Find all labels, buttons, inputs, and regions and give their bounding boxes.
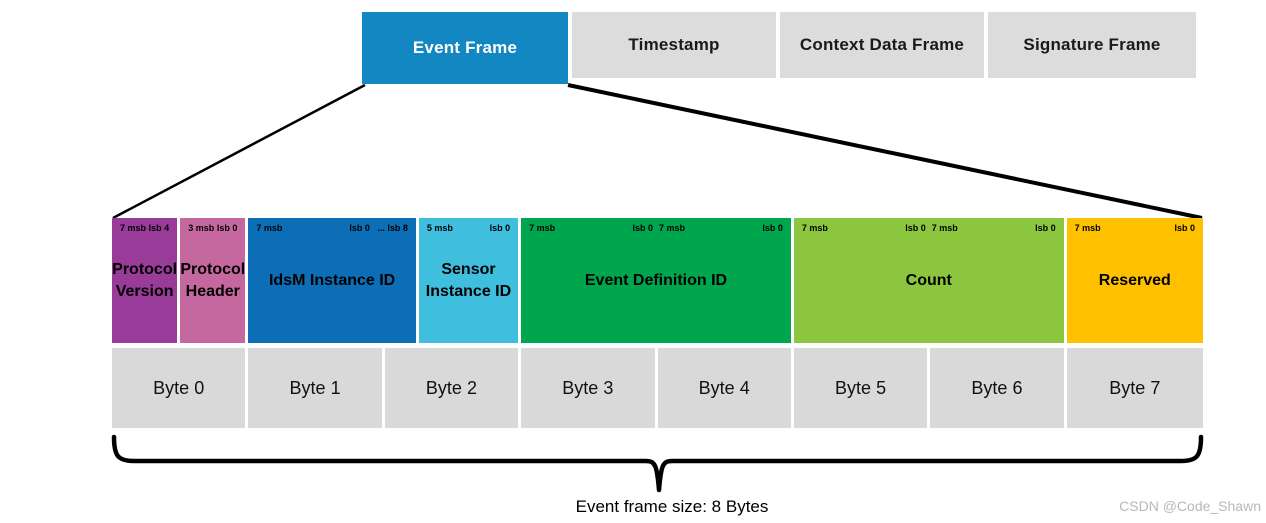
field-label: Count: [905, 271, 952, 289]
bit-label-row: 7 msb lsb 0 ... lsb 8: [248, 218, 415, 233]
bit-label-msb: 5 msb: [426, 223, 453, 233]
bit-label-msb: 7 msb: [659, 223, 686, 233]
tab-signature-frame: Signature Frame: [988, 12, 1196, 78]
bit-label-row: 7 msb lsb 0 7 msb lsb 0: [521, 218, 791, 233]
bit-segment: 7 msb lsb 0: [799, 223, 929, 233]
field-label: Protocol Version: [112, 260, 178, 300]
bit-label-row: 7 msb lsb 0: [1067, 218, 1203, 233]
bit-segment: 7 msb lsb 0 ... lsb 8: [253, 223, 410, 233]
field-event-definition-id: 7 msb lsb 0 7 msb lsb 0 Event Definition ID: [521, 218, 791, 343]
bit-label-row: 7 msb lsb 0 7 msb lsb 0: [794, 218, 1064, 233]
byte-cell-4: Byte 4: [657, 348, 791, 428]
bit-label-lsb: lsb 0: [905, 223, 926, 233]
bit-label-msb: 7 msb: [256, 223, 283, 233]
byte-cell-1: Byte 1: [248, 348, 382, 428]
bit-segment: 7 msb lsb 0: [526, 223, 656, 233]
bit-label-lsb: lsb 4: [148, 223, 170, 233]
bit-segment: 7 msb lsb 0: [1072, 223, 1198, 233]
field-label: Protocol Header: [180, 260, 246, 300]
bit-label-lsb: lsb 0: [632, 223, 653, 233]
byte-cell-5: Byte 5: [793, 348, 928, 428]
bit-label-lsb: lsb 0 ... lsb 8: [349, 223, 408, 233]
field-label: Sensor Instance ID: [425, 260, 512, 300]
bit-label-msb: 3 msb: [188, 223, 215, 233]
byte-cell-3: Byte 3: [521, 348, 655, 428]
byte-cell-6: Byte 6: [930, 348, 1064, 428]
bit-label-lsb: lsb 0: [762, 223, 783, 233]
tab-context-data-frame: Context Data Frame: [780, 12, 984, 78]
bit-label-msb: 7 msb: [801, 223, 828, 233]
bit-segment: 5 msb lsb 0: [424, 223, 513, 233]
bit-label-msb: 7 msb: [931, 223, 958, 233]
size-brace: [111, 434, 1204, 493]
field-sensor-instance-id: 5 msb lsb 0 Sensor Instance ID: [418, 218, 519, 343]
tab-timestamp: Timestamp: [572, 12, 776, 78]
field-label: IdsM Instance ID: [268, 271, 396, 289]
bit-label-lsb: lsb 0: [1035, 223, 1056, 233]
byte-cell-0: Byte 0: [112, 348, 246, 428]
watermark: CSDN @Code_Shawn: [1119, 498, 1261, 514]
bit-segment: 7 msb lsb 0: [929, 223, 1059, 233]
bit-label-lsb: lsb 0: [489, 223, 511, 233]
connector-line-left: [112, 83, 366, 220]
bit-label-row: 5 msb lsb 0: [419, 218, 518, 233]
bit-segment: 7 msb lsb 0: [656, 223, 786, 233]
connector-line-right: [567, 83, 1203, 220]
tab-event-frame: Event Frame: [362, 12, 568, 84]
byte-cell-2: Byte 2: [384, 348, 519, 428]
field-label: Event Definition ID: [584, 271, 728, 289]
bit-label-msb: 7 msb: [1074, 223, 1101, 233]
bit-label-lsb: lsb 0: [216, 223, 238, 233]
field-reserved: 7 msb lsb 0 Reserved: [1066, 218, 1203, 343]
bit-label-lsb: lsb 0: [1174, 223, 1195, 233]
bit-label-msb: 7 msb: [120, 223, 147, 233]
bit-label-msb: 7 msb: [529, 223, 556, 233]
byte-cell-7: Byte 7: [1066, 348, 1203, 428]
field-count: 7 msb lsb 0 7 msb lsb 0 Count: [793, 218, 1064, 343]
frame-size-caption: Event frame size: 8 Bytes: [575, 497, 769, 516]
field-idsm-instance-id: 7 msb lsb 0 ... lsb 8 IdsM Instance ID: [248, 218, 416, 343]
field-label: Reserved: [1098, 271, 1171, 289]
